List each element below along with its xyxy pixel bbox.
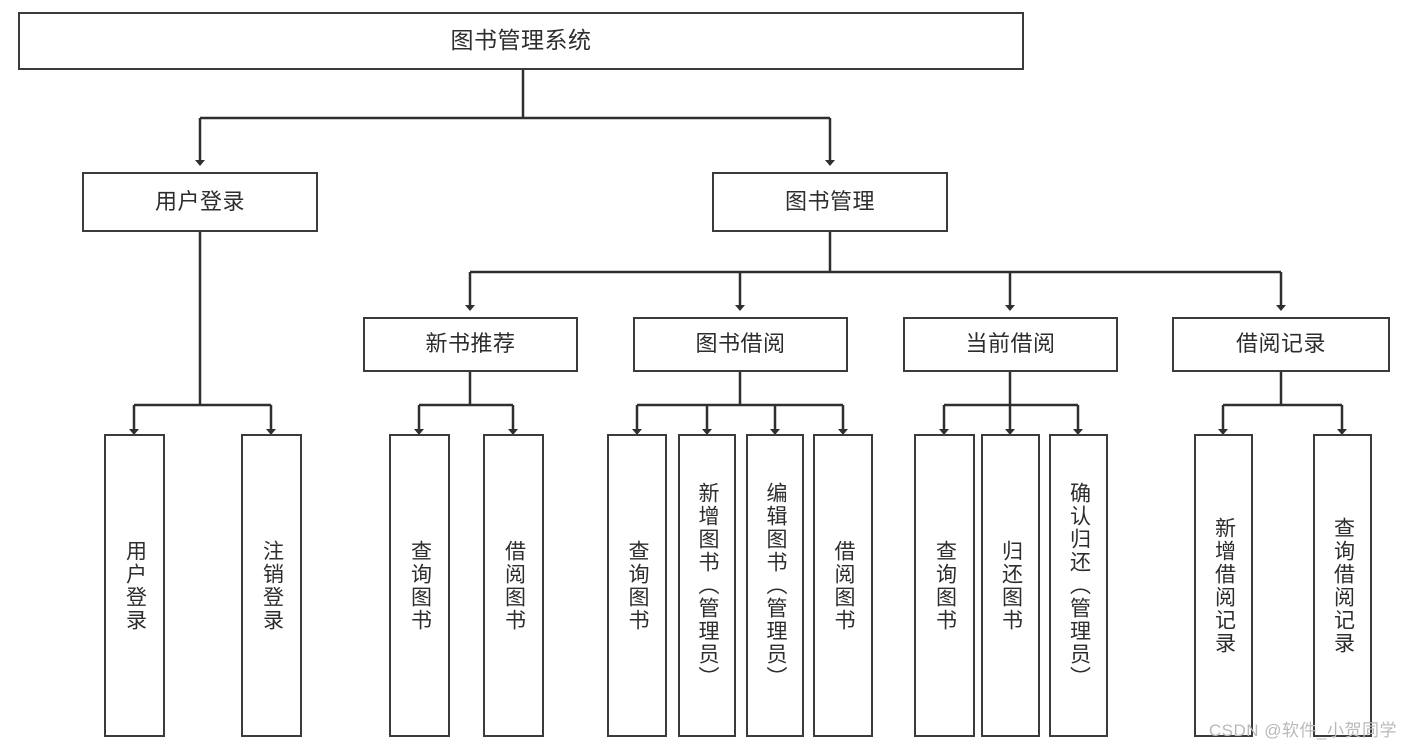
leaf-borrow-borrow-book-label: 借阅图书	[832, 539, 856, 632]
leaf-current-query-book[interactable]: 查询图书	[914, 434, 975, 737]
node-current-borrow-label: 当前借阅	[965, 331, 1056, 357]
node-user-login[interactable]: 用户登录	[82, 172, 318, 232]
node-book-borrow-label: 图书借阅	[695, 331, 786, 357]
leaf-record-add-record[interactable]: 新增借阅记录	[1194, 434, 1253, 737]
leaf-current-confirm-return[interactable]: 确认归还（管理员）	[1049, 434, 1108, 737]
node-new-book-recommend[interactable]: 新书推荐	[363, 317, 578, 372]
node-book-borrow[interactable]: 图书借阅	[633, 317, 848, 372]
leaf-current-query-book-label: 查询图书	[933, 539, 957, 632]
leaf-recommend-borrow-book-label: 借阅图书	[502, 539, 526, 632]
leaf-user-login-login-label: 用户登录	[123, 539, 147, 632]
watermark: CSDN @软件_小贺同学	[1208, 721, 1397, 740]
node-user-login-label: 用户登录	[154, 188, 245, 214]
leaf-borrow-query-book[interactable]: 查询图书	[607, 434, 667, 737]
leaf-record-add-record-label: 新增借阅记录	[1212, 516, 1236, 655]
leaf-borrow-borrow-book[interactable]: 借阅图书	[813, 434, 873, 737]
leaf-borrow-add-book-label: 新增图书（管理员）	[696, 482, 720, 689]
leaf-current-return-book[interactable]: 归还图书	[981, 434, 1040, 737]
leaf-recommend-borrow-book[interactable]: 借阅图书	[483, 434, 544, 737]
node-new-book-recommend-label: 新书推荐	[425, 331, 516, 357]
node-borrow-record[interactable]: 借阅记录	[1172, 317, 1390, 372]
node-book-management[interactable]: 图书管理	[712, 172, 948, 232]
leaf-current-return-book-label: 归还图书	[999, 539, 1023, 632]
leaf-borrow-edit-book[interactable]: 编辑图书（管理员）	[746, 434, 804, 737]
node-current-borrow[interactable]: 当前借阅	[903, 317, 1118, 372]
leaf-borrow-query-book-label: 查询图书	[626, 539, 650, 632]
leaf-user-login-logout[interactable]: 注销登录	[241, 434, 302, 737]
leaf-user-login-logout-label: 注销登录	[260, 539, 284, 632]
node-root-label: 图书管理系统	[450, 27, 592, 54]
node-root[interactable]: 图书管理系统	[18, 12, 1024, 70]
node-book-management-label: 图书管理	[784, 188, 875, 214]
leaf-borrow-edit-book-label: 编辑图书（管理员）	[764, 482, 788, 689]
leaf-recommend-query-book[interactable]: 查询图书	[389, 434, 450, 737]
leaf-record-query-record[interactable]: 查询借阅记录	[1313, 434, 1372, 737]
leaf-record-query-record-label: 查询借阅记录	[1331, 516, 1355, 655]
leaf-recommend-query-book-label: 查询图书	[408, 539, 432, 632]
node-borrow-record-label: 借阅记录	[1235, 331, 1326, 357]
leaf-user-login-login[interactable]: 用户登录	[104, 434, 165, 737]
leaf-current-confirm-return-label: 确认归还（管理员）	[1067, 482, 1091, 689]
leaf-borrow-add-book[interactable]: 新增图书（管理员）	[678, 434, 736, 737]
